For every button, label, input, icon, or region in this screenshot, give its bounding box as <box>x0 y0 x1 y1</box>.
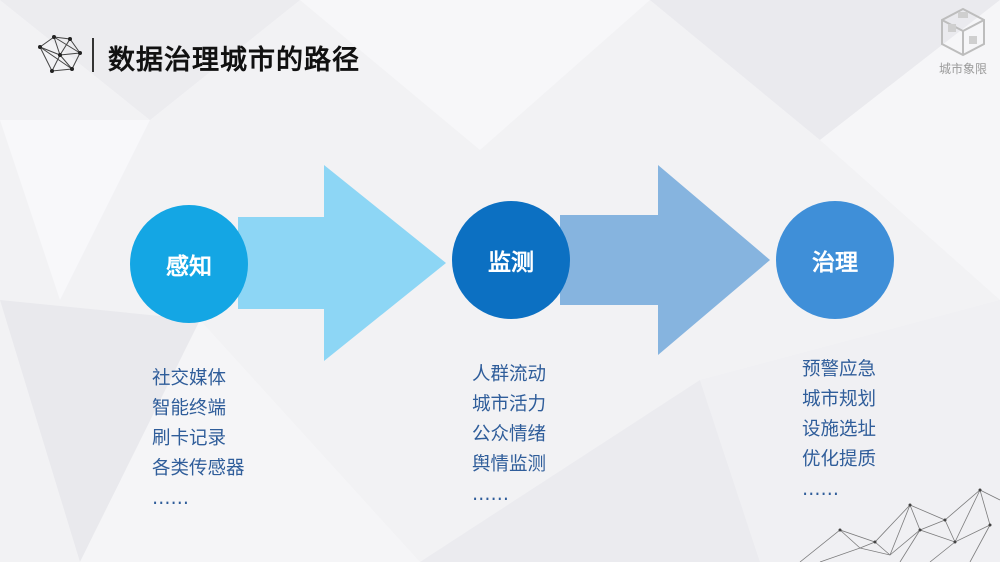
title-divider <box>92 38 94 72</box>
list-item: 设施选址 <box>802 419 877 440</box>
stage-perception: 感知 <box>130 205 248 323</box>
list-item: 刷卡记录 <box>152 428 227 449</box>
network-icon <box>38 35 82 73</box>
stage-governance: 治理 <box>776 201 894 319</box>
list-item: …… <box>472 484 509 505</box>
stage-monitoring-list: 人群流动 城市活力 公众情绪 舆情监测 …… <box>472 360 546 510</box>
stage-label: 监测 <box>488 250 534 276</box>
list-item: 城市活力 <box>472 394 547 415</box>
decorative-mesh <box>799 488 1000 562</box>
brand-logo: 城市象限 <box>934 6 992 82</box>
stage-monitoring: 监测 <box>452 201 570 319</box>
list-item: 各类传感器 <box>152 458 245 479</box>
page-title: 数据治理城市的路径 <box>108 45 360 76</box>
stage-label: 治理 <box>812 250 858 276</box>
logo-text: 城市象限 <box>938 62 987 76</box>
cube-logo-icon <box>941 7 985 57</box>
right-arrow-icon <box>238 165 446 361</box>
list-item: 城市规划 <box>802 389 877 410</box>
right-arrow-icon <box>560 165 770 355</box>
list-item: …… <box>802 479 839 500</box>
list-item: 社交媒体 <box>152 368 227 389</box>
list-item: 优化提质 <box>802 449 877 470</box>
list-item: 人群流动 <box>472 364 547 385</box>
list-item: 预警应急 <box>802 359 877 380</box>
stage-governance-list: 预警应急 城市规划 设施选址 优化提质 …… <box>802 355 876 505</box>
list-item: 公众情绪 <box>472 424 547 445</box>
list-item: 舆情监测 <box>472 454 547 475</box>
list-item: …… <box>152 488 189 509</box>
stage-perception-list: 社交媒体 智能终端 刷卡记录 各类传感器 …… <box>152 364 245 514</box>
list-item: 智能终端 <box>152 398 227 419</box>
stage-label: 感知 <box>166 254 212 280</box>
